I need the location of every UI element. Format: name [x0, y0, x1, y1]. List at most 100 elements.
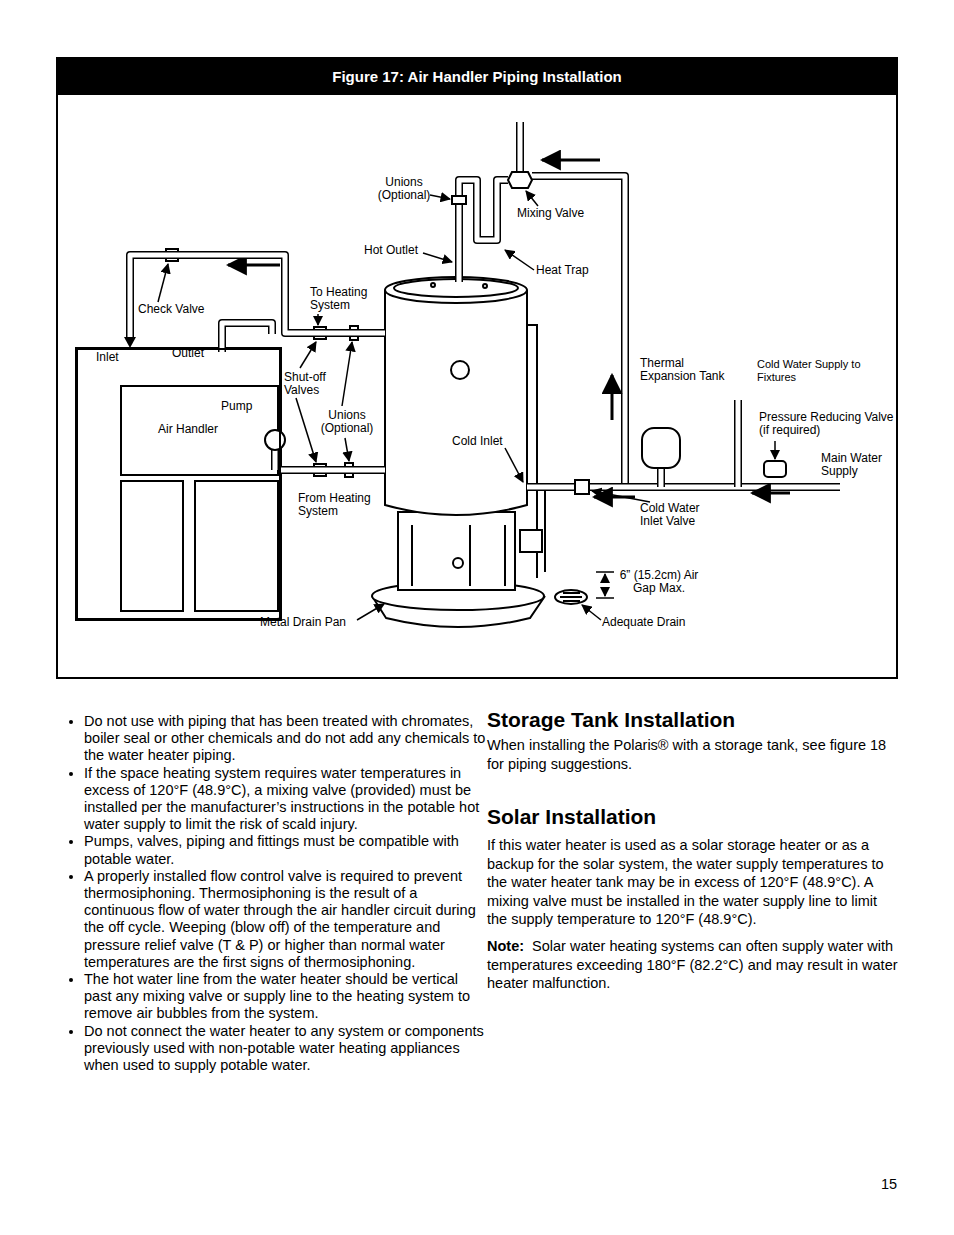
callout-label: Pump: [221, 400, 261, 413]
pipe: [657, 468, 665, 487]
pipe: [532, 176, 625, 487]
illustration-part: [121, 386, 278, 475]
callout-label: To Heating System: [310, 286, 382, 312]
bullet-item: If the space heating system requires wat…: [84, 765, 489, 834]
pipe-connector: [281, 470, 385, 471]
bullet-item: Do not connect the water heater to any s…: [84, 1023, 489, 1075]
illustration-part: [596, 597, 614, 599]
illustration-part: [505, 448, 523, 482]
illustration-part: [121, 481, 183, 611]
illustration-part: [452, 196, 466, 204]
callout-label: Cold Water Supply to Fixtures: [757, 358, 867, 384]
relief-and-drain: [520, 325, 587, 604]
pipe: [527, 483, 840, 491]
callout-label: 6” (15.2cm) Air Gap Max.: [618, 569, 700, 595]
illustration-part: [431, 283, 435, 287]
illustration-part: [563, 600, 580, 602]
callout-label: Heat Trap: [536, 264, 606, 277]
illustration-part: [398, 512, 515, 590]
illustration-part: [265, 430, 285, 450]
illustration-part: [604, 574, 606, 580]
illustration-part: [430, 195, 450, 199]
illustration-part: [774, 441, 776, 459]
illustration-part: [451, 361, 469, 379]
illustration-part: [526, 191, 538, 206]
flow-arrows: [228, 160, 790, 497]
node-text: Cold Inlet: [452, 435, 503, 448]
bullet-item: A properly installed flow control valve …: [84, 868, 489, 971]
callout-label: Shut-off Valves: [284, 371, 336, 397]
illustration-part: [342, 342, 352, 406]
callout-label: Outlet: [172, 347, 216, 360]
illustration-part: [764, 461, 786, 477]
illustration-part: [504, 525, 506, 586]
note-paragraph: Note:Solar water heating systems can oft…: [487, 937, 899, 993]
pipe-inner: [532, 176, 625, 487]
illustration-part: [563, 592, 580, 594]
pipe-inner: [527, 485, 840, 490]
illustration-part: [642, 428, 680, 468]
illustration-part: [555, 590, 587, 604]
illustration-part: [345, 438, 349, 461]
pipe: [281, 466, 385, 474]
pipe-inner: [659, 468, 664, 487]
illustration-part: [300, 342, 316, 368]
illustration-part: [611, 375, 614, 420]
figure-title: Figure 17: Air Handler Piping Installati…: [56, 57, 898, 95]
pipe: [734, 400, 742, 487]
illustration-part: [453, 558, 463, 568]
pipe: [516, 122, 524, 172]
pipe-connector: [124, 255, 385, 348]
illustration-part: [423, 253, 452, 262]
callout-label: Adequate Drain: [602, 616, 702, 629]
illustration-part: [560, 596, 582, 598]
illustration-part: [505, 250, 534, 270]
body-paragraph: If this water heater is used as a solar …: [487, 836, 899, 929]
illustration-part: [469, 525, 471, 586]
air-gap-dimension: [596, 572, 614, 598]
bullet-list: Do not use with piping that has been tre…: [62, 713, 489, 1074]
illustration-part: [228, 264, 280, 267]
illustration-part: [520, 530, 542, 552]
callout-label: Unions (Optional): [373, 176, 435, 202]
callout-label: Unions (Optional): [318, 409, 376, 435]
pipe-inner: [736, 400, 741, 487]
callout-label: Inlet: [96, 351, 128, 364]
callout-label: Metal Drain Pan: [260, 616, 360, 629]
note-text: Solar water heating systems can often su…: [487, 938, 898, 991]
illustration-part: [582, 605, 601, 620]
illustration-part: [483, 284, 487, 288]
callout-label: Hot Outlet: [364, 244, 424, 257]
illustration-part: [604, 590, 606, 596]
illustration-part: [158, 264, 168, 302]
illustration-part: [385, 290, 527, 515]
section-heading: Storage Tank Installation: [487, 708, 735, 732]
callout-label: Pressure Reducing Valve (if required): [759, 411, 895, 437]
illustration-part: [596, 571, 614, 573]
callout-label: Thermal Expansion Tank: [640, 357, 736, 383]
illustration-part: [296, 398, 316, 462]
callout-label: Mixing Valve: [517, 207, 607, 220]
illustration-part: [195, 481, 278, 611]
callout-label: Check Valve: [138, 303, 218, 316]
water-heater-box: Cold Inlet: [385, 288, 527, 515]
pipe: [130, 255, 385, 338]
page-number: 15: [881, 1175, 897, 1194]
callout-label: Main Water Supply: [821, 452, 895, 478]
arrow-head: [124, 337, 136, 348]
pipe-inner: [273, 450, 278, 470]
bullet-item: Pumps, valves, piping and fittings must …: [84, 833, 489, 867]
illustration-part: [575, 480, 589, 494]
illustration-part: [357, 604, 384, 620]
body-paragraph: When installing the Polaris® with a stor…: [487, 736, 899, 773]
air-handler-box: Air Handler: [76, 348, 281, 620]
water-heater-tank: [385, 277, 527, 590]
pipe-inner: [518, 122, 523, 172]
callout-label: From Heating System: [298, 492, 382, 518]
pipes: [222, 122, 840, 487]
illustration-part: [76, 348, 281, 620]
bullet-item: The hot water line from the water heater…: [84, 971, 489, 1023]
node-text: Air Handler: [158, 423, 218, 436]
illustration-part: [544, 490, 546, 572]
illustration-part: [508, 172, 532, 188]
